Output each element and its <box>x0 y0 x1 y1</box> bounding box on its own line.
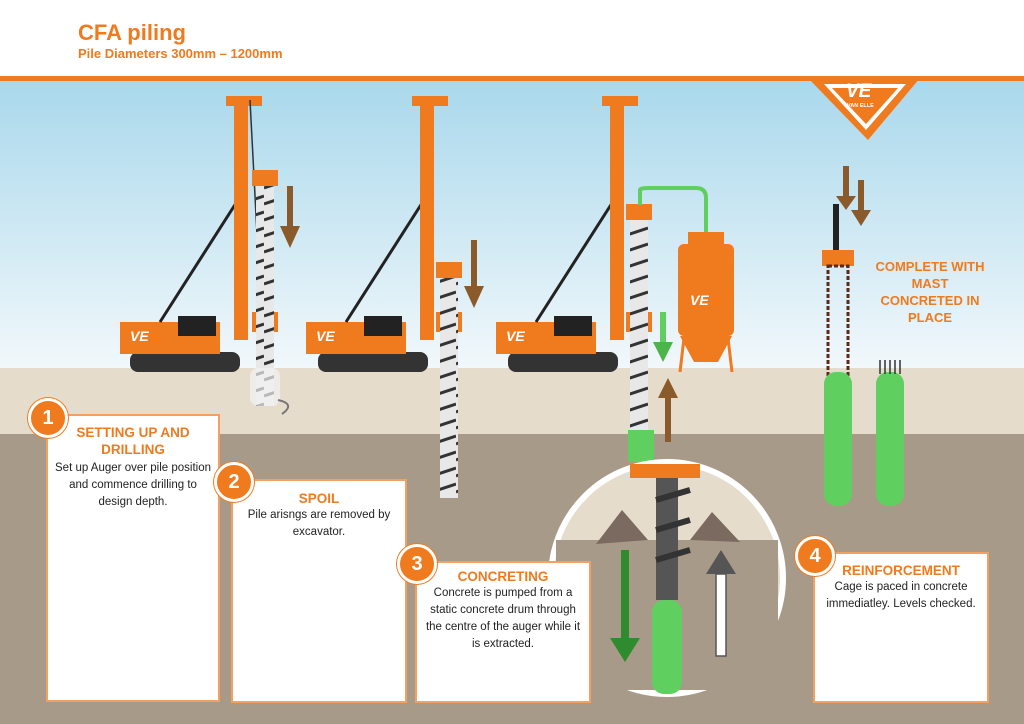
step-3-box <box>415 561 591 703</box>
down-arrow-icon <box>464 240 484 308</box>
down-arrow-icon <box>836 166 856 210</box>
down-arrow-icon <box>280 186 300 248</box>
drum-badge: VE <box>690 292 709 308</box>
step-2-number: 2 <box>214 462 254 502</box>
step-1-text: Set up Auger over pile position and comm… <box>55 462 211 508</box>
rig-badge: VE <box>130 328 149 344</box>
logo-mark: VE <box>846 81 872 102</box>
rig-badge: VE <box>506 328 525 344</box>
step-1-number: 1 <box>28 398 68 438</box>
piling-rig-icon <box>496 96 708 462</box>
logo-badge-icon <box>808 78 920 140</box>
page-subtitle: Pile Diameters 300mm – 1200mm <box>78 46 283 61</box>
piling-rig-icon <box>120 96 289 415</box>
step-4-heading: REINFORCEMENT <box>842 563 960 578</box>
concrete-drum-icon <box>678 232 734 373</box>
concreting-detail-circle <box>548 459 786 697</box>
down-arrow-icon <box>653 312 673 362</box>
complete-label: COMPLETE WITH MAST CONCRETED IN PLACE <box>875 259 985 325</box>
step-3-text: Concrete is pumped from a static concret… <box>425 587 581 650</box>
step-4-text: Cage is paced in concrete immediatley. L… <box>826 581 976 610</box>
page-title: CFA piling <box>78 20 186 45</box>
piling-rig-icon <box>306 96 462 498</box>
step-1-box <box>46 414 220 702</box>
step-2-box <box>231 479 407 703</box>
logo-wordmark: VAN ELLE <box>847 103 874 109</box>
reinforcement-cage-icon <box>822 204 904 506</box>
up-arrow-icon <box>658 378 678 442</box>
step-2-text: Pile arisngs are removed by excavator. <box>247 509 391 538</box>
step-3-number: 3 <box>397 544 437 584</box>
step-2-heading: SPOIL <box>298 491 340 506</box>
step-3-heading: CONCRETING <box>457 569 549 584</box>
step-4-box <box>813 552 989 703</box>
step-1-heading: SETTING UP AND DRILLING <box>76 425 190 457</box>
down-arrow-icon <box>851 180 871 226</box>
rig-badge: VE <box>316 328 335 344</box>
step-4-number: 4 <box>795 536 835 576</box>
